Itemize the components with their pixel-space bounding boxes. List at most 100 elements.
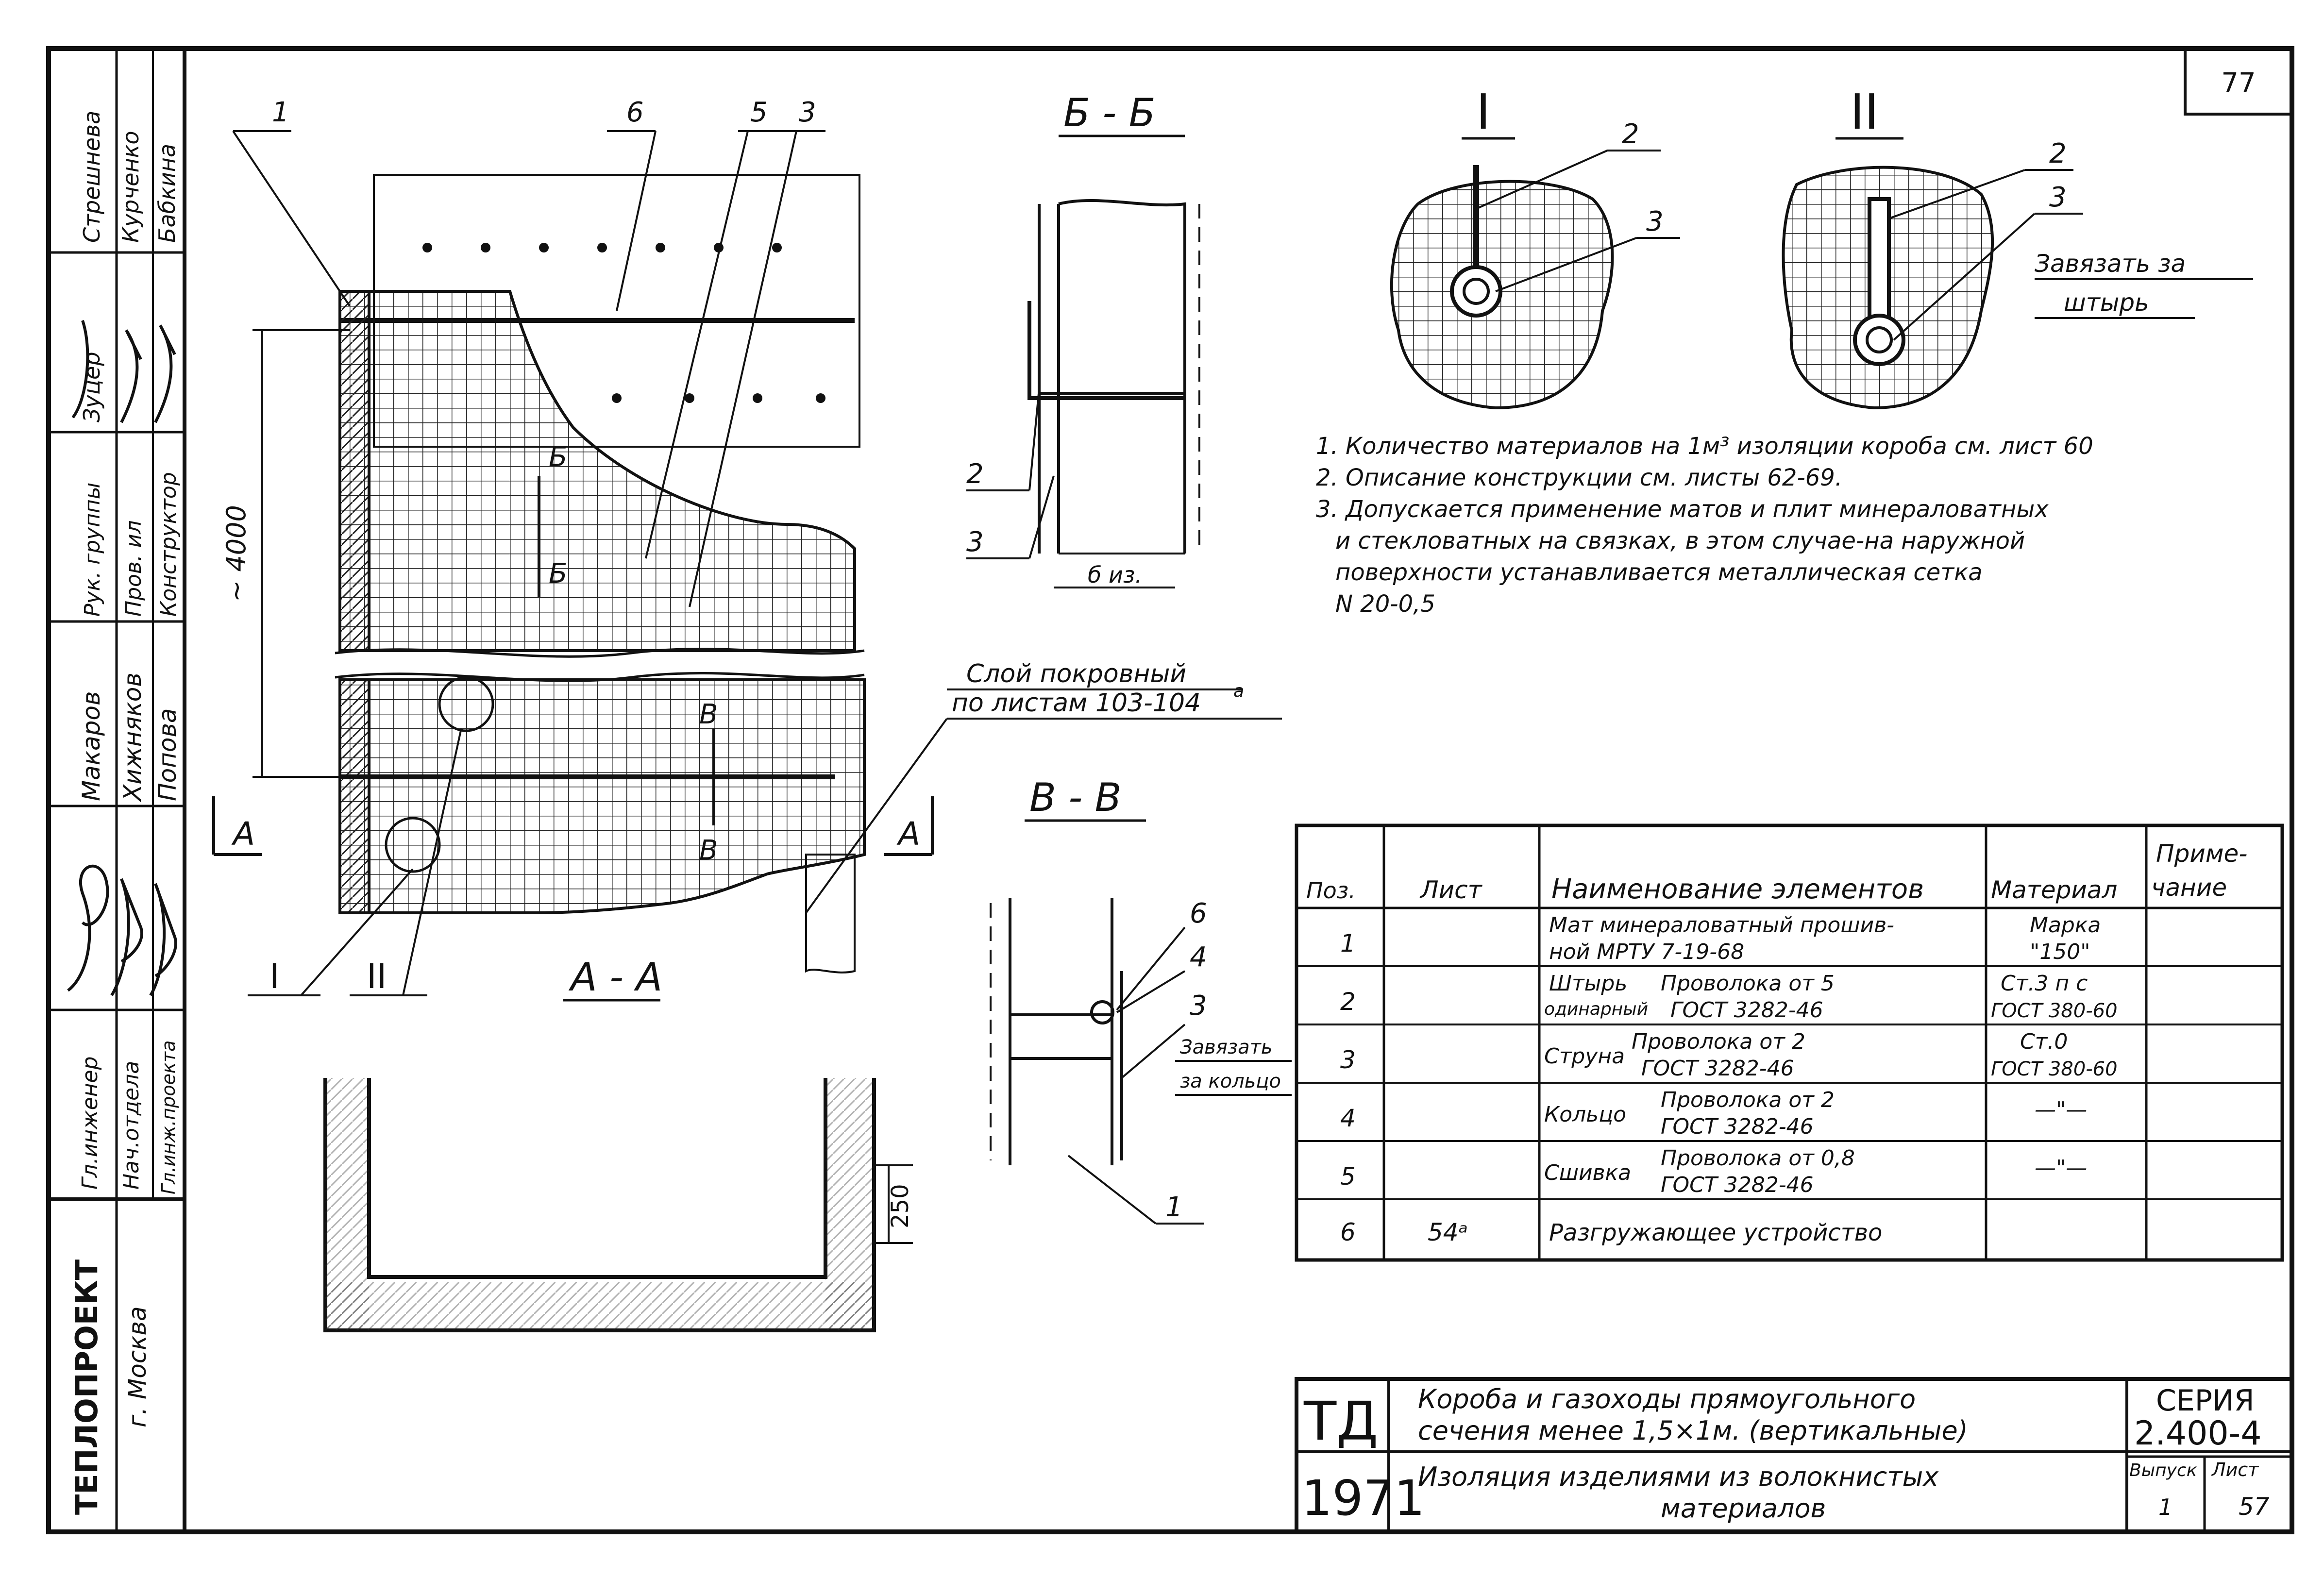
back-panel — [373, 174, 860, 448]
callout-d2-2: 2 — [2049, 138, 2067, 169]
stamp-name-zutser: Зуцер — [79, 352, 105, 422]
th-note-2: чание — [2151, 873, 2227, 902]
note-3: 3. Допускается применение матов и плит м… — [1316, 496, 2049, 523]
callout-main-5: 5 — [750, 97, 768, 128]
section-vv: В - В 6 4 3 1 Завязать за кольцо — [990, 775, 1292, 1225]
stamp-role-2: Нач.отдела — [119, 1061, 144, 1190]
tb-sheet-label: Лист — [2211, 1459, 2259, 1480]
th-note-1: Приме- — [2156, 839, 2247, 868]
detail-2: II 2 3 Завязать за штырь — [1782, 84, 2253, 410]
row5-name-3: ГОСТ 3282-46 — [1661, 1173, 1814, 1197]
row5-name-2: Проволока от 0,8 — [1661, 1146, 1855, 1171]
left-hatched-column — [338, 290, 370, 652]
stamp-surname-2: Хижняков — [118, 672, 147, 803]
row3-mat-1: Ст.0 — [2020, 1029, 2068, 1054]
detail-1: I 2 3 — [1390, 84, 1680, 410]
cut-a-left: А — [231, 815, 255, 853]
row4-mat-1: —"— — [2035, 1097, 2087, 1122]
row2-name-4: ГОСТ 3282-46 — [1670, 998, 1823, 1023]
row3-name-1: Струна — [1544, 1044, 1625, 1069]
dot-row — [422, 243, 825, 403]
callout-bb-2: 2 — [966, 458, 984, 490]
stamp-role-1: Гл.инженер — [78, 1057, 102, 1190]
main-view: ~ 4000 А А Б Б В В I II А - А 1 6 — [212, 97, 1282, 1002]
detail-1-title: I — [1476, 84, 1491, 140]
tb-year: 1971 — [1301, 1470, 1425, 1527]
row4-name-1: Кольцо — [1544, 1102, 1626, 1127]
signature-1 — [67, 864, 109, 992]
signature-6 — [154, 324, 176, 423]
row6-name-1: Разгружающее устройство — [1549, 1219, 1882, 1246]
th-sheet: Лист — [1419, 876, 1483, 904]
callout-vv-3: 3 — [1190, 990, 1207, 1022]
dim-bb-width: б из. — [1088, 562, 1142, 588]
row3-pos: 3 — [1340, 1046, 1356, 1074]
tb-issue-value: 1 — [2158, 1494, 2172, 1520]
cut-b-mark-1: Б — [549, 441, 567, 473]
row2-pos: 2 — [1340, 988, 1356, 1016]
page-number-box — [2184, 47, 2293, 116]
row4-name-2: Проволока от 2 — [1661, 1088, 1835, 1112]
callout-main-1: 1 — [272, 97, 289, 128]
row4-pos: 4 — [1340, 1104, 1356, 1132]
section-bb: Б - Б б из. 2 3 — [966, 90, 1200, 588]
spec-table: Поз. Лист Наименование элементов Материа… — [1295, 823, 2284, 1262]
upper-mesh-panel — [338, 290, 856, 652]
tie-pin-2: штырь — [2064, 288, 2149, 317]
th-material: Материал — [1991, 876, 2118, 904]
cut-a-right: А — [896, 815, 920, 853]
row2-name-2: одинарный — [1544, 999, 1648, 1019]
tb-issue-label: Выпуск — [2129, 1460, 2197, 1480]
row1-pos: 1 — [1340, 929, 1356, 957]
lower-mesh-panel — [338, 678, 866, 914]
row5-name-1: Сшивка — [1544, 1160, 1631, 1185]
stamp-name-extra-1: Стрешнева — [79, 111, 105, 243]
note-2: 2. Описание конструкции см. листы 62-69. — [1316, 464, 1842, 491]
row1-name-2: ной МРТУ 7-19-68 — [1549, 940, 1744, 964]
row3-name-2: Проволока от 2 — [1632, 1029, 1805, 1054]
callout-d2-3: 3 — [2049, 182, 2067, 213]
row6-sheet: 54ᵃ — [1428, 1218, 1468, 1246]
callout-d1-2: 2 — [1622, 118, 1639, 150]
tb-series-label: СЕРИЯ — [2156, 1384, 2255, 1418]
stamp-surname-3: Попова — [153, 708, 182, 801]
row1-mat-1: Марка — [2030, 913, 2101, 938]
org-city: г. Москва — [123, 1306, 152, 1427]
signature-2 — [110, 878, 143, 996]
stamp-role-6: Конструктор — [156, 472, 181, 617]
note-4: и стекловатных на связках, в этом случае… — [1335, 527, 2025, 554]
callout-main-3: 3 — [799, 97, 816, 128]
tb-subtitle-1: Изоляция изделиями из волокнистых — [1418, 1461, 1939, 1492]
stamp-role-5: Пров. ил — [121, 520, 146, 617]
detail-mark-1: I — [269, 957, 280, 996]
view-title-aa: А - А — [568, 955, 662, 1000]
left-stamp: Гл.инженер Нач.отдела Гл.инж.проекта Мак… — [49, 111, 185, 1515]
callout-bb-3: 3 — [966, 526, 984, 558]
signature-4 — [71, 320, 89, 419]
cover-layer-sup: а — [1233, 681, 1244, 701]
callout-vv-6: 6 — [1190, 898, 1207, 929]
note-5: поверхности устанавливается металлическа… — [1335, 559, 1983, 586]
row2-name-3: Проволока от 5 — [1661, 971, 1835, 996]
tb-series-value: 2.400-4 — [2134, 1414, 2261, 1453]
th-pos: Поз. — [1306, 877, 1356, 904]
row1-mat-2: "150" — [2030, 940, 2090, 964]
detail-2-title: II — [1850, 84, 1879, 140]
row4-name-3: ГОСТ 3282-46 — [1661, 1114, 1814, 1139]
detail-circle-2 — [438, 676, 494, 732]
row3-mat-2: ГОСТ 380-60 — [1991, 1058, 2118, 1080]
tb-sheet-value: 57 — [2239, 1493, 2270, 1521]
cut-v-mark-2: В — [699, 835, 718, 866]
org-name: ТЕПЛОПРОЕКТ — [69, 1259, 104, 1515]
tb-title-2: сечения менее 1,5×1м. (вертикальные) — [1418, 1415, 1968, 1446]
stamp-name-extra-2: Курченко — [118, 131, 144, 243]
dim-box-250: 250 — [887, 1184, 914, 1228]
row2-mat-1: Ст.3 п с — [2001, 971, 2088, 996]
stamp-name-babkina: Бабкина — [154, 144, 180, 243]
row1-name-1: Мат минераловатный прошив- — [1549, 913, 1894, 938]
callout-main-6: 6 — [626, 97, 644, 128]
row2-name-1: Штырь — [1549, 971, 1627, 996]
cover-layer-line-1: Слой покровный — [966, 659, 1186, 688]
row5-pos: 5 — [1340, 1162, 1356, 1191]
view-title-vv: В - В — [1029, 775, 1122, 820]
